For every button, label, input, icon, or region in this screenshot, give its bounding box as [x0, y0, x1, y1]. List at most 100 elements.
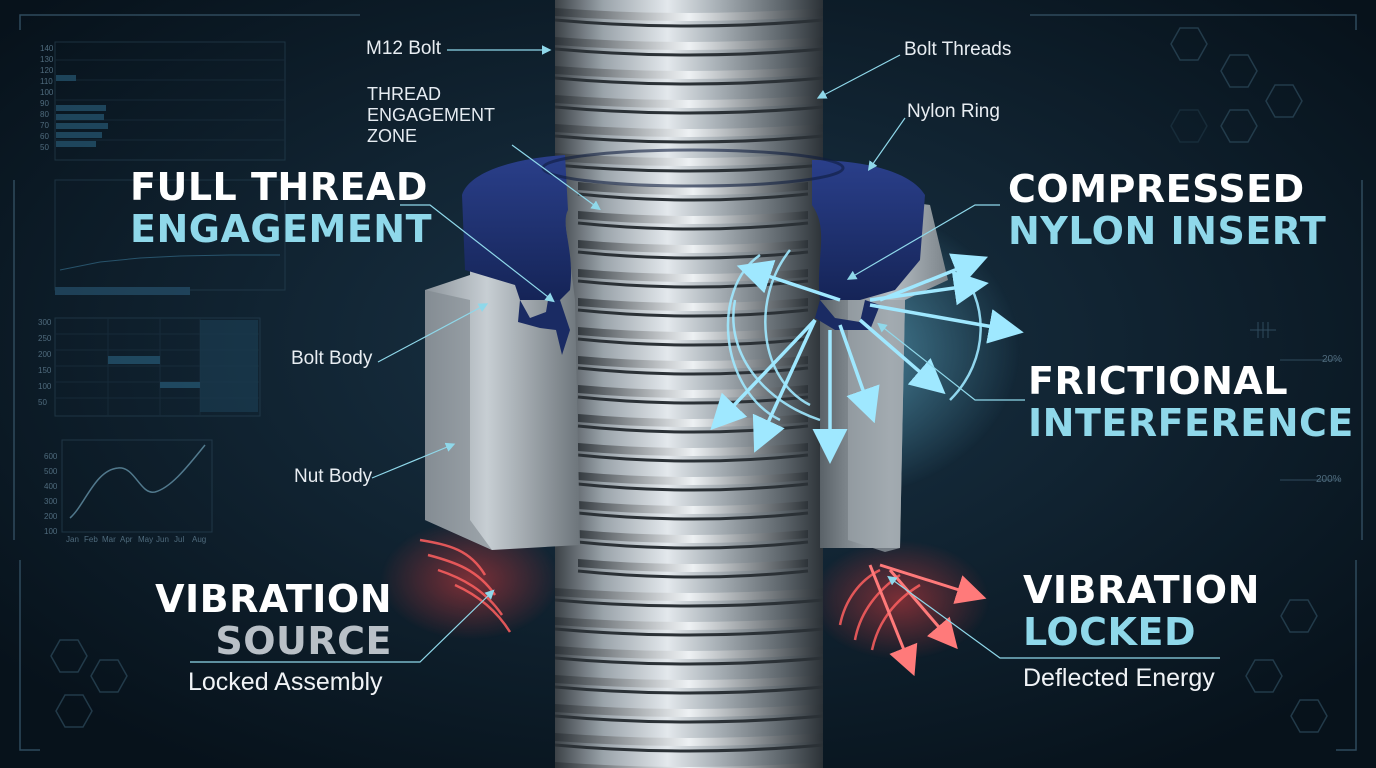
hud-month-tick: Mar [102, 535, 116, 544]
hud-low-axis-tick: 200 [44, 512, 58, 521]
thread-crest [578, 211, 808, 224]
thread-root [554, 685, 824, 695]
thread-crest [578, 182, 808, 195]
hud-top-axis-tick: 60 [40, 132, 49, 141]
hud-top-axis-tick: 110 [40, 77, 53, 86]
callout-compressed-line2: NYLON INSERT [1008, 209, 1327, 253]
thread-root [577, 511, 809, 521]
thread-root [554, 598, 824, 608]
thread-root [554, 163, 824, 173]
thread-crest [555, 95, 823, 108]
zone-line-3: ZONE [367, 126, 418, 146]
thread-crest [578, 240, 808, 253]
thread-crest [578, 559, 808, 572]
hud-pct-top: 20% [1322, 354, 1343, 365]
thread-crest [555, 704, 823, 717]
thread-root [554, 743, 824, 753]
thread-root [577, 540, 809, 550]
callout-vib-locked-line2: LOCKED [1023, 610, 1196, 654]
thread-crest [555, 8, 823, 21]
thread-crest [555, 124, 823, 137]
thread-root [577, 482, 809, 492]
thread-root [554, 76, 824, 86]
vibration-waves-left [419, 538, 512, 633]
friction-arrows [710, 253, 1024, 464]
thread-crest [555, 66, 823, 79]
callout-vib-source-sub: Locked Assembly [188, 668, 383, 696]
thread-root [577, 308, 809, 318]
hud-grid-chart [54, 317, 261, 417]
label-bolt-body: Bolt Body [291, 348, 373, 369]
hud-curve-chart [61, 439, 213, 533]
callout-full-thread-line1: FULL THREAD [130, 165, 428, 209]
hud-top-axis-tick: 140 [40, 44, 54, 53]
thread-crest [578, 501, 808, 514]
thread-root [577, 337, 809, 347]
thread-root [554, 105, 824, 115]
hud-month-tick: Aug [192, 535, 207, 544]
hud-mid-axis-tick: 100 [38, 382, 52, 391]
thread-crest [555, 762, 823, 768]
hud-top-axis-tick: 50 [40, 143, 49, 152]
thread-crest [555, 588, 823, 601]
thread-root [577, 221, 809, 231]
glow-red-left [380, 520, 560, 640]
hud-low-axis-tick: 400 [44, 482, 58, 491]
thread-root [577, 453, 809, 463]
hud-top-axis-tick: 80 [40, 110, 49, 119]
hud-top-axis-tick: 130 [40, 55, 54, 64]
hud-mid-axis-tick: 200 [38, 350, 52, 359]
callout-vib-source-line2: SOURCE [215, 619, 392, 663]
thread-root [554, 714, 824, 724]
bolt-thread-crests [554, 8, 824, 768]
thread-crest [555, 37, 823, 50]
thread-crest [578, 443, 808, 456]
hud-month-tick: Jan [66, 535, 79, 544]
hud-top-axis-tick: 90 [40, 99, 49, 108]
thread-crest [555, 646, 823, 659]
callout-full-thread-line2: ENGAGEMENT [130, 207, 433, 251]
thread-root [554, 134, 824, 144]
hud-line-chart-mid [54, 179, 286, 295]
thread-root [577, 569, 809, 579]
zone-line-2: ENGAGEMENT [367, 105, 496, 125]
callout-full-thread-engagement: FULL THREAD ENGAGEMENT [130, 165, 433, 251]
callout-frictional-line1: FRICTIONAL [1028, 359, 1289, 403]
thread-root [554, 18, 824, 28]
callout-vib-locked-line1: VIBRATION [1023, 568, 1260, 612]
thread-crest [578, 530, 808, 543]
hud-right-ticks [1250, 322, 1340, 481]
callout-compressed-line1: COMPRESSED [1008, 167, 1305, 211]
callout-frictional-line2: INTERFERENCE [1028, 401, 1354, 445]
hud-top-axis-tick: 100 [40, 88, 54, 97]
hud-low-axis-tick: 300 [44, 497, 58, 506]
label-bolt-threads: Bolt Threads [904, 39, 1012, 60]
thread-crest [578, 472, 808, 485]
thread-root [554, 656, 824, 666]
thread-root [577, 279, 809, 289]
thread-crest [578, 327, 808, 340]
thread-crest [555, 675, 823, 688]
zone-line-1: THREAD [367, 84, 442, 104]
thread-root [577, 366, 809, 376]
label-thread-engagement-zone: THREAD ENGAGEMENT ZONE [367, 84, 495, 147]
callout-vib-source-line1: VIBRATION [155, 577, 392, 621]
callout-vib-locked-sub: Deflected Energy [1023, 664, 1215, 692]
thread-crest [555, 617, 823, 630]
leader-lines [190, 45, 1220, 663]
callout-vibration-source: VIBRATION SOURCE [150, 578, 392, 662]
hud-mid-axis-tick: 50 [38, 398, 47, 407]
hud-frame [13, 14, 1363, 751]
hud-top-axis-tick: 70 [40, 121, 49, 130]
thread-crest [555, 733, 823, 746]
hud-month-tick: Jul [174, 535, 185, 544]
callout-compressed-nylon-insert: COMPRESSED NYLON INSERT [1008, 168, 1326, 252]
hud-month-tick: Feb [84, 535, 98, 544]
hud-low-axis-tick: 100 [44, 527, 58, 536]
thread-crest [555, 153, 823, 166]
thread-root [554, 47, 824, 57]
vibration-arrows [868, 563, 987, 677]
thread-crest [578, 298, 808, 311]
hud-mid-axis-tick: 300 [38, 318, 52, 327]
